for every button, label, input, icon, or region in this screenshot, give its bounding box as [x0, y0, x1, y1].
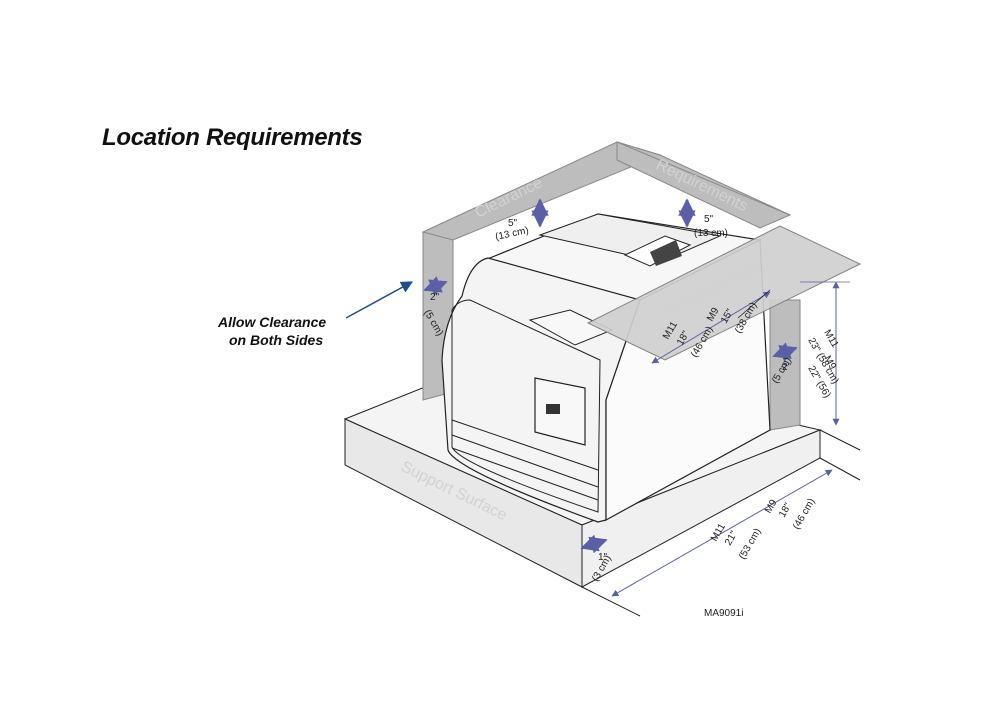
clearance-arrows	[423, 198, 798, 554]
dim-left-side-in: 2"	[430, 292, 440, 303]
width-m9-cm: (46 cm)	[791, 497, 817, 532]
dim-top-left-in: 5"	[508, 218, 518, 229]
dim-top-right-cm: (13 cm)	[694, 228, 728, 239]
dim-front-in: 1"	[598, 552, 608, 563]
callout-line-2: on Both Sides	[229, 332, 323, 348]
callout-line-1: Allow Clearance	[217, 314, 326, 330]
callout-arrow	[345, 281, 414, 319]
clearance-panels	[421, 141, 801, 431]
page-title: Location Requirements	[102, 124, 363, 151]
dim-right-side-in: 2"	[782, 362, 792, 373]
dim-top-left-cm: (13 cm)	[494, 225, 529, 243]
width-m11-in: 21"	[723, 529, 740, 548]
dim-top-right-in: 5"	[704, 214, 714, 225]
width-m11-cm: (53 cm)	[737, 527, 763, 562]
height-m11: M11	[821, 328, 840, 350]
figure-id: MA9091i	[704, 608, 743, 619]
requirements-label: Requirements	[653, 156, 750, 215]
width-m9-in: 18"	[777, 501, 794, 520]
